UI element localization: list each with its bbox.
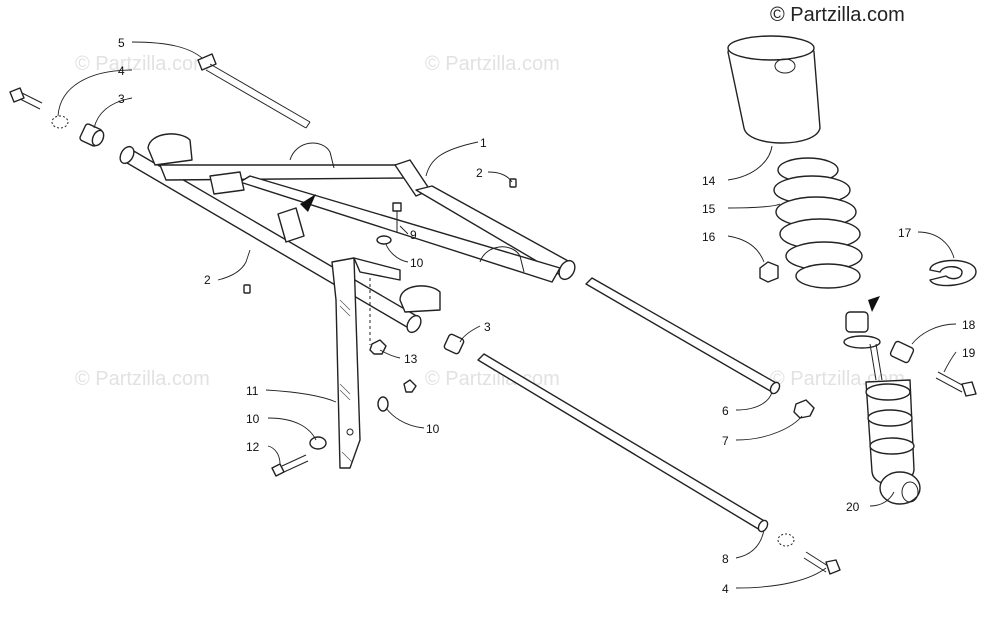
callout-4[interactable]: 4 — [118, 64, 125, 78]
part-20-shock[interactable] — [843, 311, 921, 505]
part-9-screw[interactable] — [392, 202, 402, 232]
part-16-nut[interactable] — [759, 261, 779, 283]
part-12-bolt[interactable] — [271, 454, 309, 477]
callout-3[interactable]: 3 — [118, 92, 125, 106]
part-10-washer-lower[interactable] — [309, 436, 327, 450]
part-8-shaft[interactable] — [477, 353, 769, 533]
part-18-spacer[interactable] — [889, 340, 915, 364]
callout-4[interactable]: 4 — [722, 582, 729, 596]
callout-7[interactable]: 7 — [722, 434, 729, 448]
brand-watermark: © Partzilla.com — [770, 4, 905, 26]
callout-14[interactable]: 14 — [702, 174, 716, 188]
part-10-washer-upper[interactable] — [376, 235, 392, 245]
callout-labels: 5 4 3 1 2 9 10 2 3 13 11 10 10 12 6 7 8 … — [118, 36, 976, 596]
part-5-bolt[interactable] — [197, 53, 311, 129]
callout-8[interactable]: 8 — [722, 552, 729, 566]
callout-18[interactable]: 18 — [962, 318, 976, 332]
callout-10[interactable]: 10 — [246, 412, 260, 426]
part-11-bracket[interactable] — [331, 257, 401, 469]
callout-2[interactable]: 2 — [204, 273, 211, 287]
part-19-bolt[interactable] — [935, 371, 977, 397]
part-4-bolt-top[interactable] — [9, 87, 69, 129]
part-17-retainer[interactable] — [929, 259, 977, 287]
callout-5[interactable]: 5 — [118, 36, 125, 50]
callout-15[interactable]: 15 — [702, 202, 716, 216]
part-6-shaft[interactable] — [585, 277, 781, 395]
part-3-bushing-lower[interactable] — [443, 333, 465, 355]
callout-12[interactable]: 12 — [246, 440, 260, 454]
arrow-marker-icon — [300, 194, 316, 212]
callout-16[interactable]: 16 — [702, 230, 716, 244]
callout-13[interactable]: 13 — [404, 352, 418, 366]
callout-10[interactable]: 10 — [426, 422, 440, 436]
callout-9[interactable]: 9 — [410, 228, 417, 242]
watermark: © Partzilla.com — [75, 53, 210, 75]
part-7-nut[interactable] — [793, 399, 815, 419]
part-14-boot[interactable] — [727, 35, 821, 144]
part-15-spring[interactable] — [773, 157, 863, 289]
part-10-nut-mid[interactable] — [377, 379, 417, 412]
watermark: © Partzilla.com — [425, 53, 560, 75]
watermark: © Partzilla.com — [75, 368, 210, 390]
callout-3[interactable]: 3 — [484, 320, 491, 334]
watermarks: © Partzilla.com © Partzilla.com © Partzi… — [75, 53, 905, 390]
callout-6[interactable]: 6 — [722, 404, 729, 418]
callout-2[interactable]: 2 — [476, 166, 483, 180]
callout-10[interactable]: 10 — [410, 256, 424, 270]
part-2-grease-fitting[interactable] — [243, 284, 251, 294]
callout-20[interactable]: 20 — [846, 500, 860, 514]
part-4-bolt-lower[interactable] — [777, 533, 841, 575]
callout-1[interactable]: 1 — [480, 136, 487, 150]
arrow-marker-icon — [868, 296, 880, 312]
callout-19[interactable]: 19 — [962, 346, 976, 360]
callout-17[interactable]: 17 — [898, 226, 912, 240]
leader-lines — [57, 41, 957, 589]
callout-11[interactable]: 11 — [246, 384, 259, 398]
part-3-bushing-top[interactable] — [79, 123, 106, 147]
part-13-nut[interactable] — [369, 339, 387, 355]
